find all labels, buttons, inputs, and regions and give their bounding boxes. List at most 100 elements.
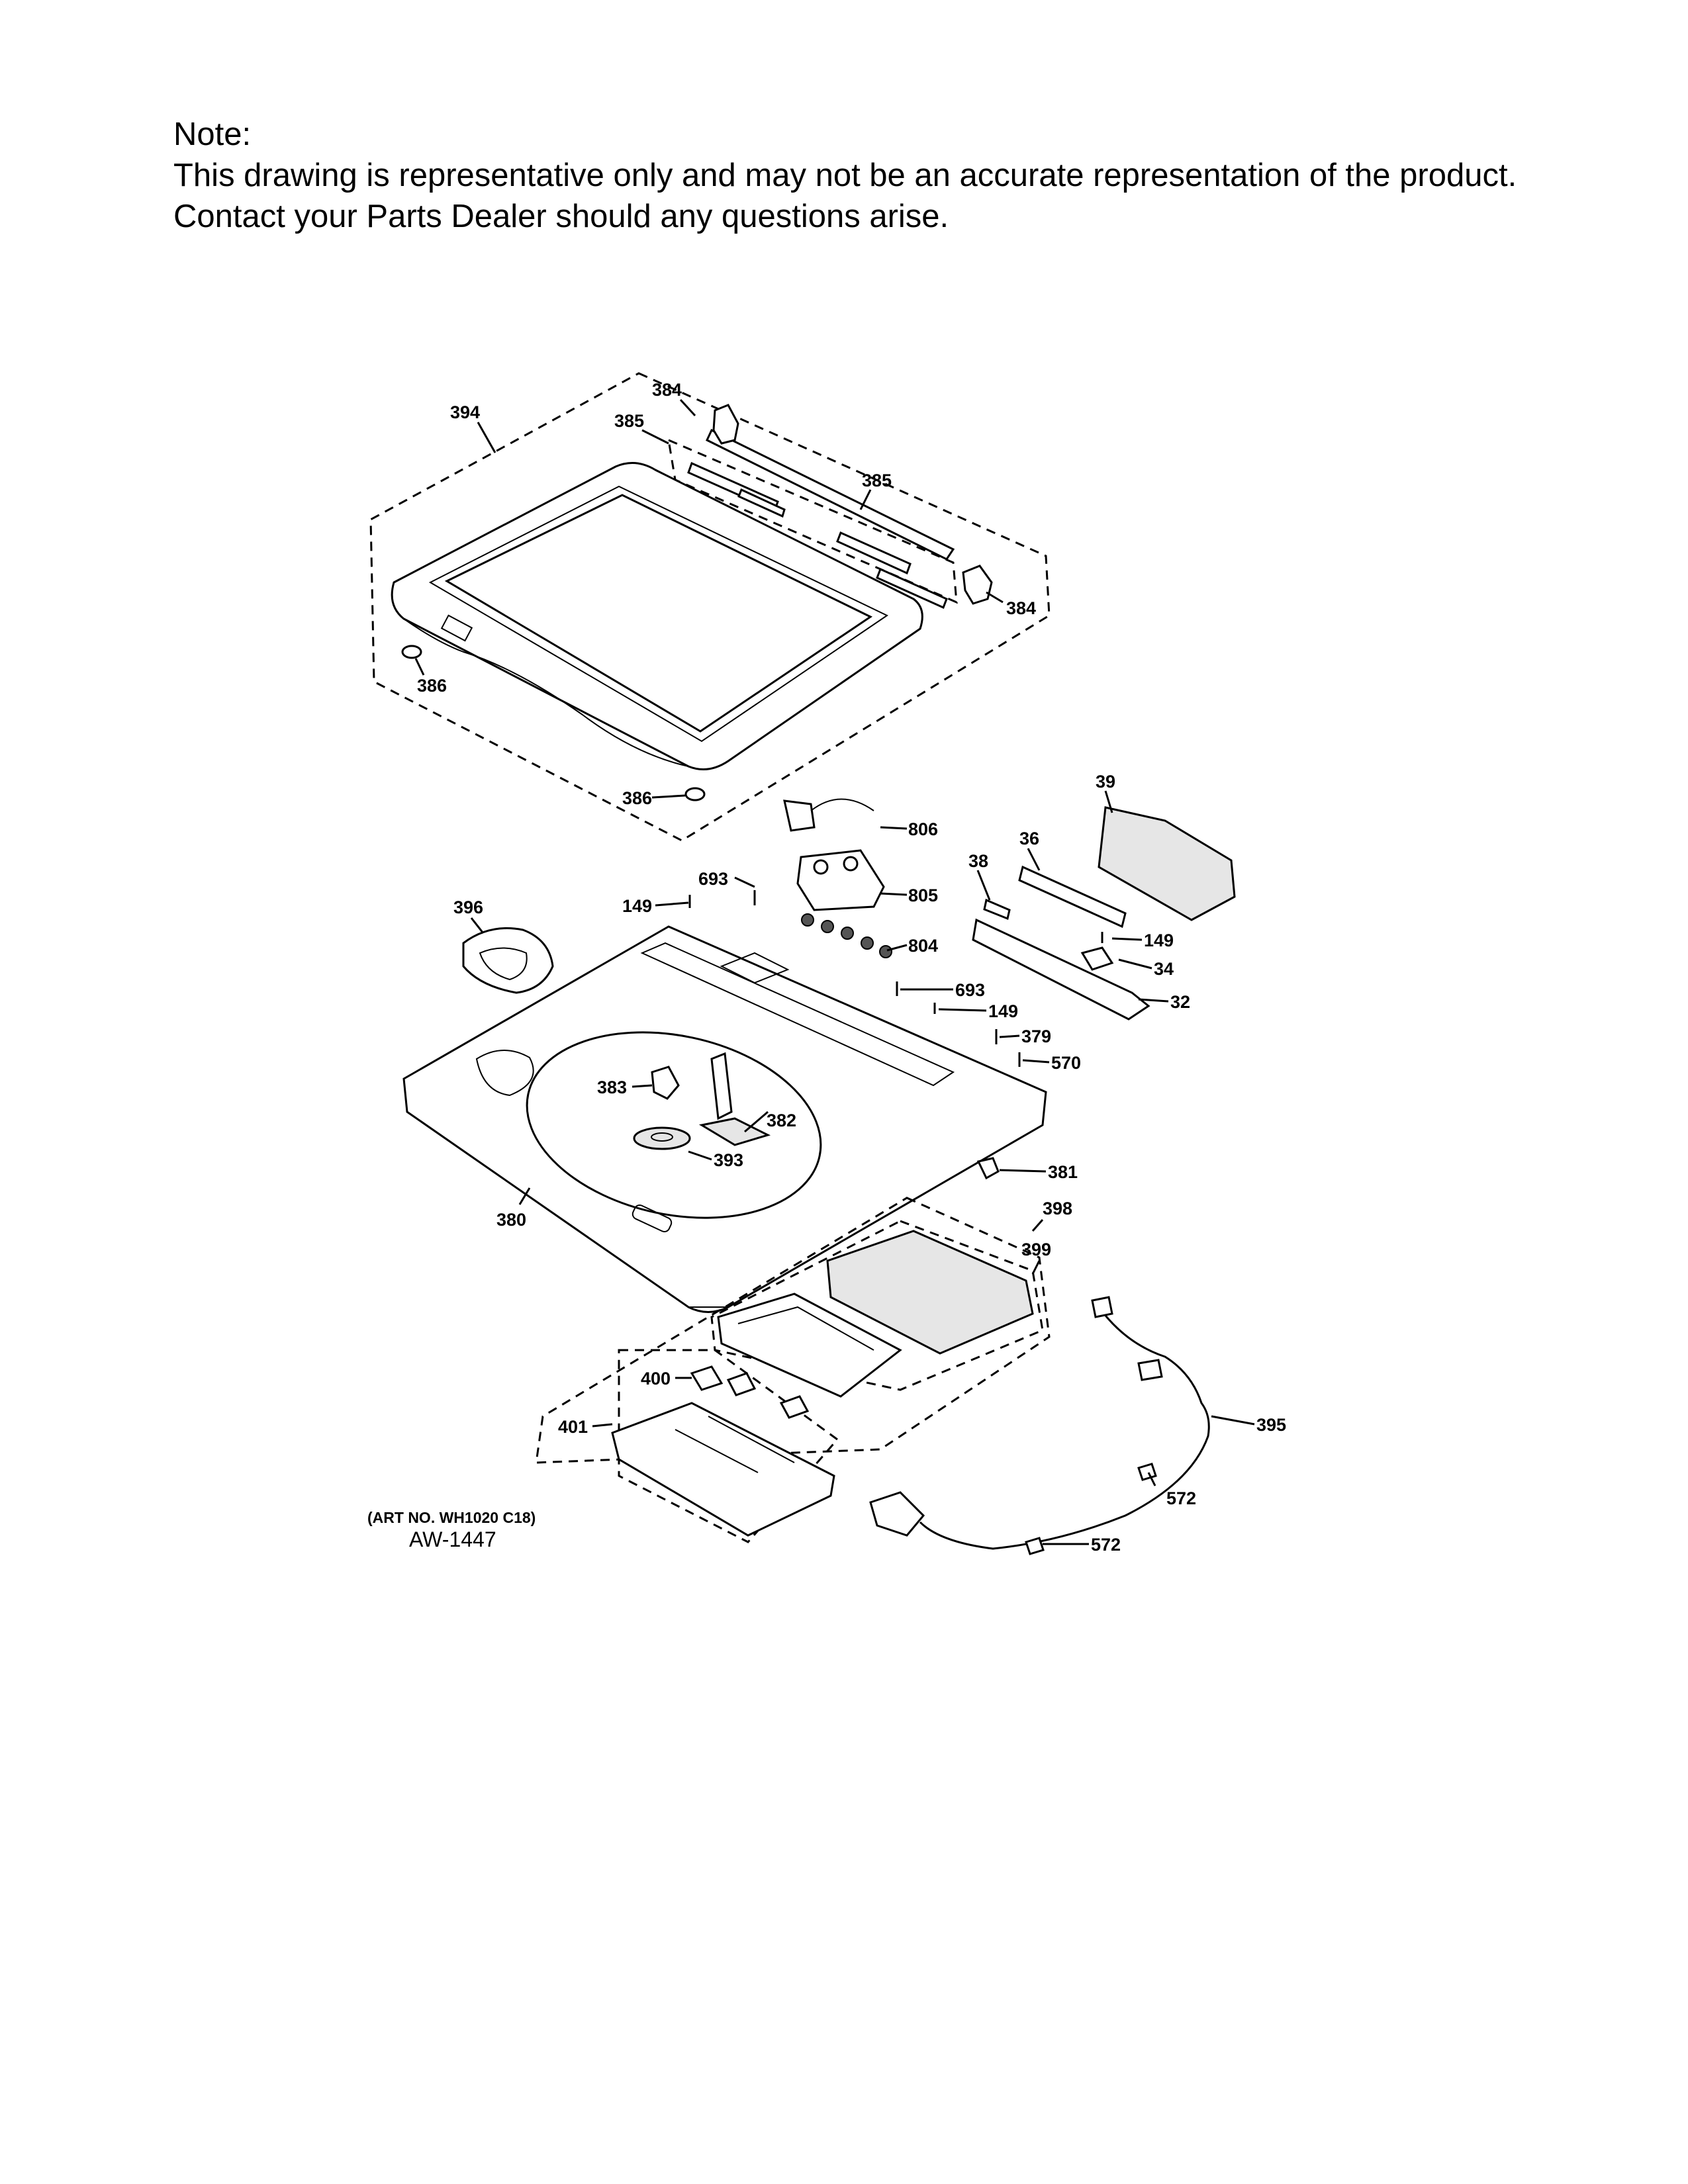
valve-parts — [783, 798, 892, 958]
harness-clip-1 — [1137, 1463, 1157, 1481]
callout-401: 401 — [558, 1417, 588, 1437]
drawer-subgroup-outline — [710, 1220, 1044, 1391]
lid-logo-panel — [440, 614, 473, 642]
drawer-front-outline — [618, 1349, 839, 1543]
harness-main-connector — [869, 1491, 925, 1537]
callout-805: 805 — [908, 886, 938, 905]
part-806-wire — [810, 798, 874, 811]
top-panel-dispenser-pocket — [475, 1050, 534, 1097]
callout-32: 32 — [1170, 992, 1190, 1012]
callout-36: 36 — [1019, 829, 1039, 848]
part-804-grommet-5 — [879, 945, 892, 958]
top-panel-rear-boss — [720, 952, 790, 984]
callout-149-right: 149 — [1144, 931, 1174, 950]
lid-glass — [444, 494, 872, 733]
lid-bumper-left — [401, 645, 422, 659]
part-393-hub — [651, 1132, 673, 1142]
callout-398: 398 — [1043, 1199, 1072, 1218]
hinge-rod — [737, 488, 786, 518]
lid-group-outline — [369, 372, 1051, 842]
callout-570: 570 — [1051, 1053, 1081, 1073]
callout-395: 395 — [1256, 1415, 1286, 1435]
hinge-spring-right — [836, 531, 912, 575]
part-382-bracket — [710, 1052, 733, 1120]
disclaimer-note: Note: This drawing is representative onl… — [173, 114, 1517, 237]
dispenser-drawer-group — [535, 1197, 1051, 1543]
control-parts — [972, 806, 1236, 1021]
part-806-body — [783, 799, 816, 832]
part-396-well — [479, 947, 528, 981]
part-400-c — [779, 1395, 810, 1419]
callout-labels: 394 384 385 385 384 386 386 806 693 805 … — [417, 380, 1286, 1555]
part-398-divider — [737, 1306, 874, 1351]
note-line-2: Contact your Parts Dealer should any que… — [173, 199, 949, 234]
callout-393: 393 — [714, 1150, 743, 1170]
callout-38: 38 — [968, 851, 988, 871]
part-36-board — [1018, 865, 1127, 929]
part-34 — [1080, 946, 1114, 971]
callout-385-right: 385 — [862, 471, 892, 490]
part-805-valve — [796, 849, 885, 911]
part-398-tray — [717, 1293, 902, 1398]
callout-149-left: 149 — [622, 896, 652, 916]
top-panel-lower-edge — [406, 1111, 1043, 1308]
note-line-1: This drawing is representative only and … — [173, 158, 1517, 193]
callout-381: 381 — [1048, 1162, 1078, 1182]
callout-379: 379 — [1021, 1026, 1051, 1046]
note-heading: Note: — [173, 116, 252, 152]
leader-lines — [414, 398, 1255, 1545]
part-383 — [651, 1066, 680, 1100]
aw-number: AW-1447 — [409, 1527, 496, 1551]
callout-396: 396 — [453, 897, 483, 917]
lid-assembly-group — [369, 372, 1051, 842]
part-396-body — [462, 927, 554, 994]
part-401-drawer — [611, 1402, 835, 1537]
part-804-grommet-4 — [861, 936, 874, 950]
callout-149-mid: 149 — [988, 1001, 1018, 1021]
harness-pressure-switch — [1137, 1359, 1163, 1381]
part-399 — [826, 1230, 1034, 1355]
art-number: (ART NO. WH1020 C18) — [367, 1509, 536, 1526]
callout-572-right: 572 — [1166, 1488, 1196, 1508]
callout-693-mid: 693 — [955, 980, 985, 1000]
lid-glass-outer — [428, 485, 888, 743]
hinge-bracket-right — [962, 565, 993, 605]
callout-386-front: 386 — [622, 788, 652, 808]
part-382-plate — [698, 1117, 771, 1146]
callout-382: 382 — [767, 1111, 796, 1130]
part-396 — [462, 927, 554, 994]
callout-384-bottom: 384 — [1006, 598, 1036, 618]
part-805-port-1 — [813, 859, 829, 875]
callout-394: 394 — [450, 402, 480, 422]
part-805-port-2 — [843, 856, 859, 872]
harness-clip-2 — [1025, 1537, 1045, 1555]
callout-400: 400 — [641, 1369, 671, 1388]
part-401-compartments — [675, 1416, 795, 1473]
lid-front-edge — [403, 618, 689, 767]
callout-385-left: 385 — [614, 411, 644, 431]
callout-572-bottom: 572 — [1091, 1535, 1121, 1555]
callout-693-top: 693 — [698, 869, 728, 889]
part-804-grommet-2 — [821, 920, 834, 933]
callout-39: 39 — [1096, 772, 1115, 792]
part-38 — [983, 898, 1011, 921]
lid-bumper-front — [684, 787, 706, 801]
part-400-b — [726, 1372, 757, 1396]
hinge-subgroup-outline — [667, 438, 958, 604]
top-panel-handle — [632, 1204, 673, 1233]
top-panel-group — [402, 925, 1047, 1313]
hardware — [688, 890, 1103, 1180]
part-804-grommet-3 — [841, 927, 854, 940]
callout-806: 806 — [908, 819, 938, 839]
callout-386-left: 386 — [417, 676, 447, 696]
top-panel-rear-channel — [640, 942, 955, 1087]
part-381 — [976, 1157, 1000, 1180]
callout-34: 34 — [1154, 959, 1174, 979]
hinge-damper — [876, 567, 948, 610]
part-39-housing — [1098, 806, 1236, 921]
callout-804: 804 — [908, 936, 938, 956]
part-804-grommet-1 — [801, 913, 814, 927]
harness-wire — [919, 1306, 1210, 1550]
callout-384-top: 384 — [652, 380, 682, 400]
